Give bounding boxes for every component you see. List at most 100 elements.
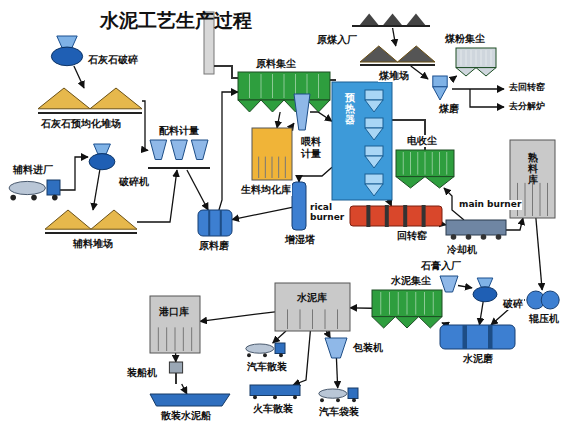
shape-part xyxy=(246,344,274,353)
shape-part xyxy=(360,14,379,25)
equipment-shape xyxy=(428,76,452,100)
shape-part xyxy=(433,87,447,100)
shape-part xyxy=(383,14,402,25)
flow-connector xyxy=(74,66,84,88)
shape-part xyxy=(419,317,442,328)
equipment-label: 煤磨 xyxy=(438,103,460,115)
shape-part xyxy=(433,76,447,87)
shape-part xyxy=(285,157,286,178)
equipment-shape xyxy=(352,10,430,28)
shape-part xyxy=(94,144,111,154)
shape-part xyxy=(261,74,262,98)
shape-part xyxy=(352,25,430,27)
shape-part xyxy=(272,157,273,178)
exhaust-duct xyxy=(330,79,336,81)
shape-part xyxy=(52,195,58,201)
shape-part xyxy=(150,296,200,353)
shape-part xyxy=(547,183,548,216)
shape-part xyxy=(466,234,472,240)
equipment-label: 水泥库 xyxy=(296,292,328,304)
flow-connector xyxy=(350,307,372,309)
equipment-shape xyxy=(440,276,458,292)
equipment-label: 冷却机 xyxy=(446,244,478,256)
shape-part xyxy=(491,50,492,66)
equipment-shape xyxy=(148,140,210,170)
flow-connector xyxy=(273,331,286,343)
flow-connector xyxy=(182,384,187,394)
shape-part xyxy=(253,395,257,399)
shape-part xyxy=(275,343,285,354)
shape-part xyxy=(366,205,370,227)
equipment-shape xyxy=(294,94,310,130)
flow-connector xyxy=(452,76,457,79)
shape-part xyxy=(293,395,297,399)
shape-part xyxy=(372,290,442,317)
equipment-node: 原料集尘 xyxy=(238,72,330,112)
equipment-label: 原料磨 xyxy=(198,240,230,252)
shape-part xyxy=(456,48,496,68)
equipment-label: 石灰石预均化堆场 xyxy=(40,118,122,130)
equipment-shape xyxy=(318,388,358,402)
flow-connector xyxy=(389,200,392,206)
shape-part xyxy=(312,309,313,329)
shape-part xyxy=(150,140,167,160)
shape-part xyxy=(496,234,502,240)
shape-part xyxy=(365,146,383,156)
shape-part xyxy=(220,210,222,236)
shape-part xyxy=(466,50,467,66)
equipment-node: 预热器 xyxy=(332,82,392,200)
equipment-shape xyxy=(440,325,515,349)
equipment-node: 增湿塔 xyxy=(292,182,306,230)
flow-connector xyxy=(187,170,208,210)
equipment-label: 喂料计量 xyxy=(300,136,323,159)
equipment-node: 生料均化库 xyxy=(252,128,292,180)
equipment-node: 煤粉集尘 xyxy=(456,48,496,76)
flow-connector xyxy=(291,123,294,128)
flow-connector xyxy=(393,28,396,46)
annotation-label: 去回转窑 xyxy=(508,83,546,93)
equipment-label: 散装水泥船 xyxy=(160,410,212,422)
shape-part xyxy=(198,210,232,236)
diagram-title: 水泥工艺生产过程 xyxy=(100,8,252,34)
shape-part xyxy=(456,68,476,76)
shape-part xyxy=(407,14,426,25)
shape-part xyxy=(183,327,184,351)
shape-part xyxy=(471,50,472,66)
equipment-shape xyxy=(150,394,230,406)
shape-part xyxy=(325,309,326,329)
equipment-shape xyxy=(250,385,300,399)
shape-part xyxy=(365,100,383,112)
equipment-shape xyxy=(275,283,350,331)
equipment-node: 水泥库 xyxy=(275,283,350,331)
shape-part xyxy=(31,195,37,201)
equipment-label: 装船机 xyxy=(126,367,158,379)
shape-part xyxy=(249,74,250,98)
shape-part xyxy=(446,220,506,235)
flow-connector xyxy=(277,112,280,128)
equipment-node: 散装水泥船 xyxy=(150,394,230,406)
equipment-node: 煤堆场 xyxy=(360,46,435,66)
shape-part xyxy=(432,152,433,175)
shape-part xyxy=(463,325,468,349)
equipment-label: 水泥磨 xyxy=(462,353,494,365)
equipment-shape xyxy=(88,144,116,170)
equipment-label: 预热器 xyxy=(344,92,356,125)
equipment-node: 煤磨 xyxy=(428,76,452,100)
shape-part xyxy=(395,317,418,328)
shape-part xyxy=(439,152,440,175)
shape-part xyxy=(261,100,284,112)
equipment-label: 煤堆场 xyxy=(378,70,410,82)
shape-part xyxy=(247,353,251,357)
coal-feed-line xyxy=(470,89,504,107)
shape-part xyxy=(45,210,91,229)
shape-part xyxy=(263,353,267,357)
flow-connector xyxy=(293,331,310,385)
shape-part xyxy=(320,398,324,402)
flow-connector xyxy=(142,101,148,150)
equipment-label: 煤粉集尘 xyxy=(444,33,486,45)
shape-part xyxy=(540,183,541,216)
shape-part xyxy=(360,46,398,62)
equipment-shape xyxy=(332,82,392,200)
shape-part xyxy=(446,152,447,175)
shape-part xyxy=(425,177,454,188)
